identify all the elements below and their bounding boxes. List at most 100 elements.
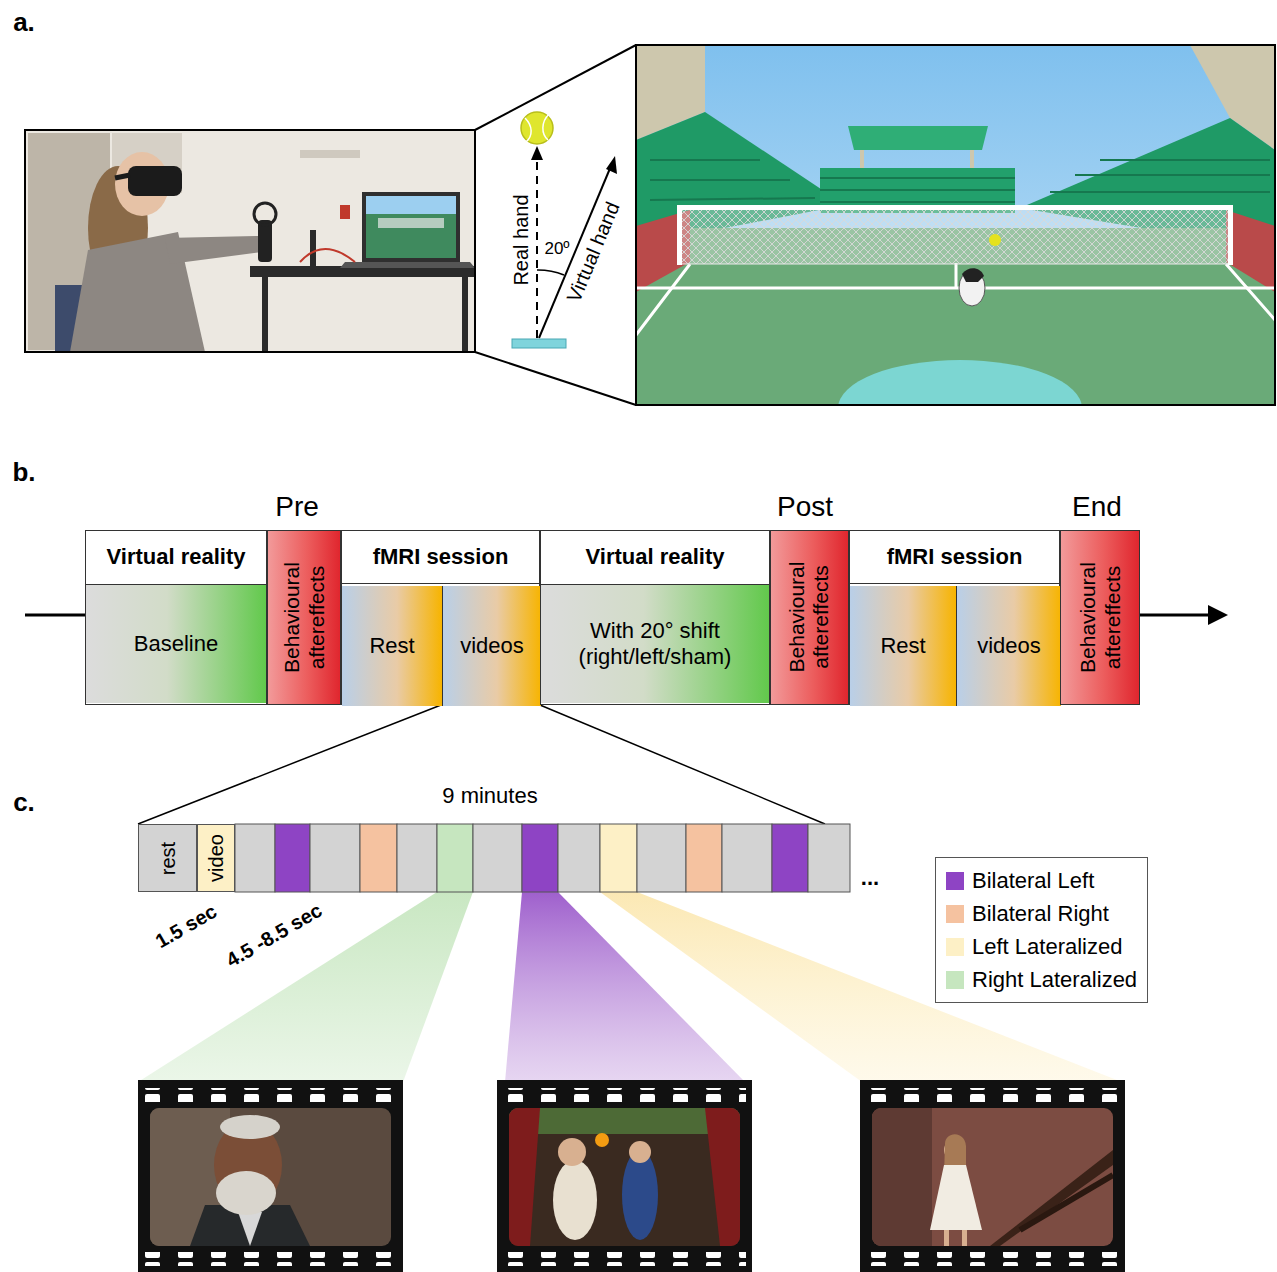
vr-tennis-court (989, 234, 1001, 246)
box-body: Baseline (86, 584, 266, 703)
film-strip (866, 1088, 1119, 1102)
video-timeline (772, 824, 808, 892)
phase-box: Virtual realityWith 20° shift (right/lef… (540, 530, 770, 705)
film-strip (558, 1138, 586, 1166)
hand-shift-schematic (537, 270, 564, 275)
vr-photo (362, 192, 460, 262)
vr-photo (340, 262, 475, 268)
vr-photo (115, 175, 130, 178)
vr-photo (378, 218, 444, 228)
film-strip (872, 1108, 1113, 1246)
video-timeline (397, 824, 437, 892)
film-strip (860, 1080, 1125, 1272)
timeline-block: video (197, 824, 235, 892)
legend-swatch (946, 971, 964, 989)
film-strip (930, 1165, 982, 1230)
legend-swatch (946, 938, 964, 956)
timeline-arrow (25, 614, 85, 617)
hand-shift-schematic (531, 146, 543, 160)
box-heading: fMRI session (342, 531, 539, 584)
session-cell: Rest (850, 586, 956, 706)
panel-letter: b. (12, 458, 35, 487)
video-timeline (558, 824, 600, 892)
film-strip (509, 1108, 740, 1246)
film-strip (622, 1150, 658, 1240)
vr-tennis-court (636, 45, 1275, 405)
film-strip (497, 1080, 752, 1272)
vr-tennis-court (1226, 210, 1275, 292)
box-body: With 20° shift (right/left/sham) (541, 584, 769, 703)
zoom-lines (540, 705, 825, 824)
timeline-arrow (1140, 614, 1210, 617)
box-heading: Virtual reality (86, 531, 266, 584)
video-timeline (686, 824, 722, 892)
box-heading: video (198, 825, 234, 891)
session-box: fMRI sessionRestvideos (341, 530, 540, 705)
vr-tennis-court (860, 150, 864, 170)
hand-shift-schematic (543, 114, 549, 140)
box-heading: Virtual reality (541, 531, 769, 584)
vr-photo (254, 203, 276, 225)
film-strip (860, 1080, 1125, 1272)
video-timeline (360, 824, 397, 892)
vr-tennis-court (962, 268, 984, 282)
aftereffect-box: Behavioural aftereffects (1060, 530, 1140, 705)
legend-box: Bilateral LeftBilateral RightLeft Latera… (935, 857, 1148, 1003)
film-strip (866, 1252, 1119, 1266)
vr-tennis-court (820, 178, 1015, 202)
vr-photo (300, 249, 355, 262)
duration-label: 9 minutes (442, 784, 537, 808)
legend-swatch (946, 872, 964, 890)
vr-photo (462, 277, 468, 352)
film-strip (503, 1252, 746, 1266)
phase-box: Virtual realityBaseline (85, 530, 267, 705)
film-strip (962, 1230, 967, 1246)
zoom-fans (138, 892, 473, 1082)
film-strip (216, 1171, 276, 1215)
film-strip (150, 1108, 391, 1246)
vr-tennis-court (848, 126, 988, 150)
film-strip (990, 1150, 1113, 1246)
box-heading: videos (443, 586, 541, 706)
video-timeline (522, 824, 558, 892)
vr-photo (340, 205, 350, 219)
film-strip (595, 1133, 609, 1147)
legend-text: Right Lateralized (972, 967, 1137, 993)
film-strip (220, 1115, 280, 1139)
vr-photo (128, 166, 182, 196)
legend-row: Bilateral Right (946, 897, 1137, 930)
zoom-lines (475, 45, 636, 130)
angle-label: 20º (544, 240, 569, 259)
box-heading: Behavioural aftereffects (771, 531, 847, 703)
video-timeline (722, 824, 772, 892)
film-strip (944, 1230, 949, 1246)
hand-shift-schematic (512, 339, 566, 348)
ellipsis: ... (861, 866, 879, 890)
legend-row: Bilateral Left (946, 864, 1137, 897)
aftereffect-box: Behavioural aftereffects (267, 530, 341, 705)
box-heading: Behavioural aftereffects (268, 531, 339, 703)
film-strip (497, 1080, 752, 1272)
film-strip (553, 1160, 597, 1240)
film-strip (872, 1108, 932, 1246)
timeline-block: rest (138, 824, 197, 892)
vr-photo (310, 230, 316, 266)
panel-letter: a. (13, 8, 35, 37)
zoom-lines (138, 705, 441, 824)
vr-tennis-court (970, 150, 974, 170)
video-timeline (235, 824, 275, 892)
vr-tennis-court (680, 208, 1230, 264)
film-strip (138, 1080, 403, 1272)
axis-label: Real hand (510, 194, 532, 285)
video-timeline (808, 824, 850, 892)
legend-row: Left Lateralized (946, 930, 1137, 963)
box-heading: videos (957, 586, 1061, 706)
video-timeline (473, 824, 522, 892)
session-cell: videos (442, 586, 541, 706)
session-cell: videos (956, 586, 1061, 706)
film-strip (629, 1141, 651, 1163)
aftereffect-box: Behavioural aftereffects (770, 530, 849, 705)
hand-shift-schematic (536, 156, 538, 338)
court-frame (636, 45, 1275, 405)
